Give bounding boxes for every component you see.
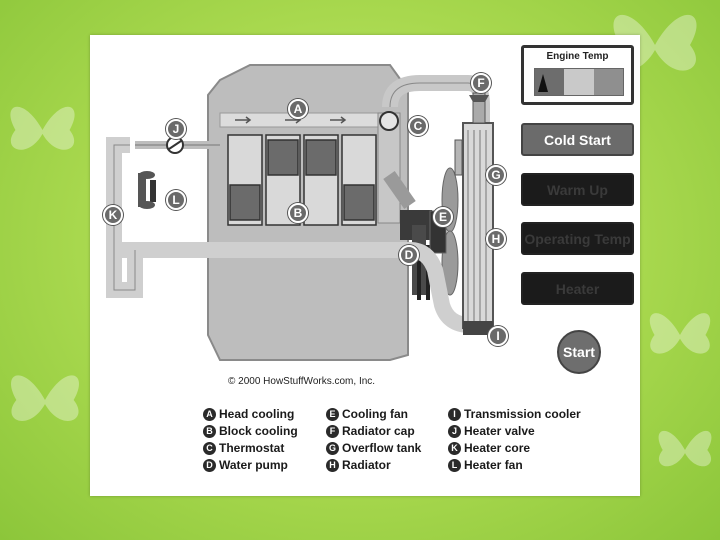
callout-b: B xyxy=(288,203,308,223)
copyright-text: © 2000 HowStuffWorks.com, Inc. xyxy=(228,376,376,387)
legend-letter-badge: C xyxy=(203,441,216,455)
cooling-system-diagram xyxy=(106,64,494,361)
legend-letter-badge: J xyxy=(448,424,461,438)
callout-l: L xyxy=(166,190,186,210)
start-button[interactable]: Start xyxy=(557,330,601,374)
callout-f: F xyxy=(471,73,491,93)
butterfly-decoration-icon xyxy=(649,313,711,354)
engine-temp-title: Engine Temp xyxy=(546,51,609,62)
engine-temp-gauge: Engine Temp xyxy=(521,45,634,105)
legend-label: Heater fan xyxy=(464,458,523,472)
legend-letter-badge: E xyxy=(326,407,339,421)
callout-c: C xyxy=(408,116,428,136)
warm-up-button[interactable]: Warm Up xyxy=(521,173,634,206)
callout-j: J xyxy=(166,119,186,139)
legend-letter-badge: G xyxy=(326,441,339,455)
legend-label: Heater valve xyxy=(464,424,535,438)
legend-label: Water pump xyxy=(219,458,288,472)
legend-letter-badge: F xyxy=(326,424,339,438)
cylinders xyxy=(227,134,377,226)
temp-segment-hot xyxy=(593,69,623,95)
callout-a: A xyxy=(288,99,308,119)
radiator-cap xyxy=(469,95,489,102)
legend-label: Head cooling xyxy=(219,407,295,421)
temp-segment-warm xyxy=(564,69,594,95)
legend-label: Heater core xyxy=(464,441,531,455)
legend-letter-badge: L xyxy=(448,458,461,472)
temp-indicator-icon xyxy=(538,74,548,92)
cooling-fan-blades xyxy=(429,167,459,296)
legend-label: Transmission cooler xyxy=(464,407,581,421)
callout-h: H xyxy=(486,229,506,249)
callout-i: I xyxy=(488,326,508,346)
bypass-hose xyxy=(383,170,416,210)
butterfly-decoration-icon xyxy=(658,430,712,467)
butterfly-decoration-icon xyxy=(10,106,75,150)
cold-start-button[interactable]: Cold Start xyxy=(521,123,634,156)
legend-label: Thermostat xyxy=(219,441,285,455)
legend-letter-badge: A xyxy=(203,407,216,421)
legend-label: Radiator xyxy=(342,458,391,472)
legend-label: Cooling fan xyxy=(342,407,408,421)
callout-g: G xyxy=(486,165,506,185)
legend-label: Radiator cap xyxy=(342,424,415,438)
heater-fan xyxy=(138,171,156,209)
coolant-flow-arrows xyxy=(235,116,347,124)
legend-letter-badge: B xyxy=(203,424,216,438)
heater-button[interactable]: Heater xyxy=(521,272,634,305)
callout-d: D xyxy=(399,245,419,265)
cooling-system-panel: A B C D E F G H I J K L Engine Temp Cold… xyxy=(90,35,640,496)
legend-label: Block cooling xyxy=(219,424,298,438)
legend-letter-badge: D xyxy=(203,458,216,472)
thermostat-valve xyxy=(379,111,399,131)
legend-label: Overflow tank xyxy=(342,441,422,455)
operating-temp-button[interactable]: Operating Temp xyxy=(521,222,634,255)
legend-letter-badge: H xyxy=(326,458,339,472)
callout-e: E xyxy=(433,207,453,227)
callout-k: K xyxy=(103,205,123,225)
legend-letter-badge: I xyxy=(448,407,461,421)
legend-letter-badge: K xyxy=(448,441,461,455)
butterfly-decoration-icon xyxy=(11,375,79,421)
transmission-cooler xyxy=(463,321,493,335)
overflow-tank xyxy=(454,139,463,176)
